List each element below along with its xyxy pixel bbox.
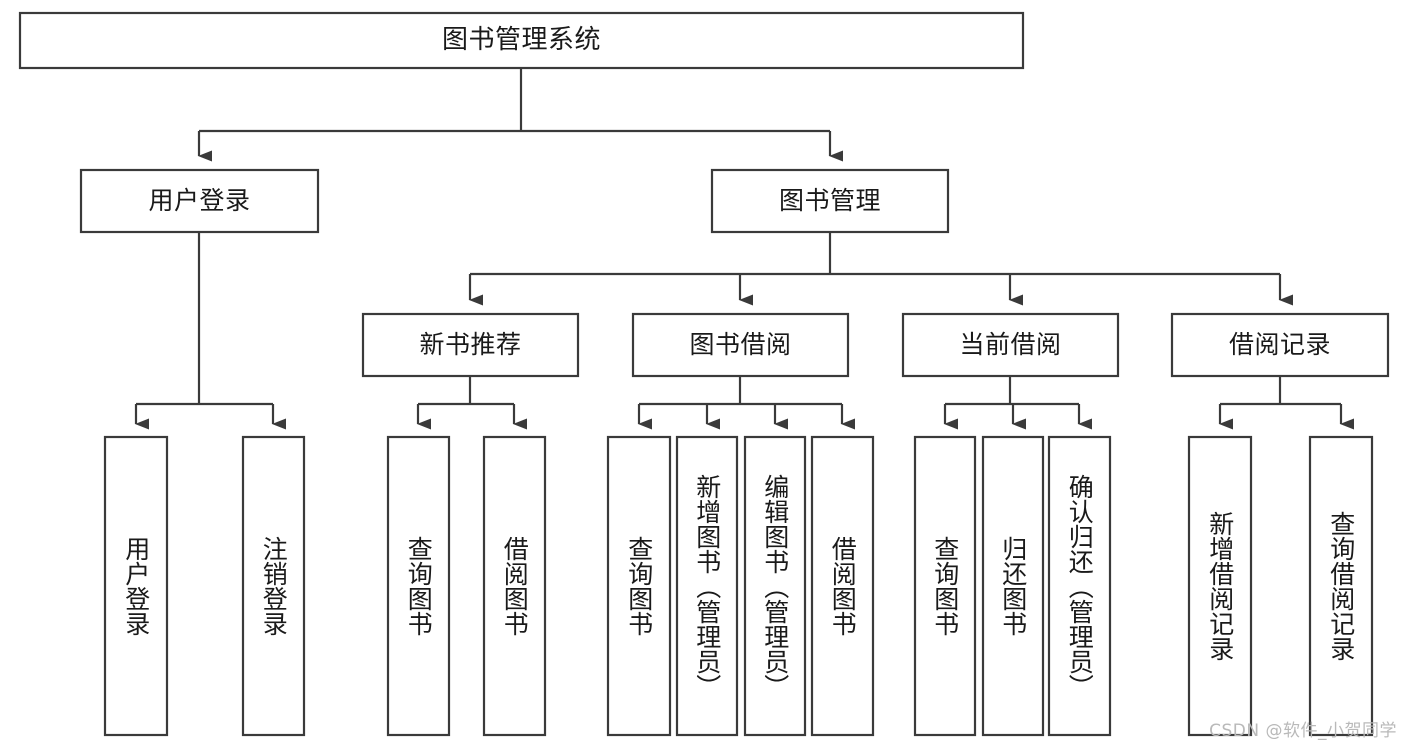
leaf-boxes (103, 435, 1374, 737)
node-box-user-login[interactable] (79, 168, 320, 234)
node-box-current-borrow[interactable] (901, 312, 1120, 378)
connector-currentborrow-to-leaves (943, 376, 1092, 430)
leaf-box-user-login[interactable] (103, 435, 169, 737)
connector-userlogin-to-leaves (134, 232, 286, 430)
leaf-box-return-book[interactable] (981, 435, 1045, 737)
leaf-box-query-book-2[interactable] (606, 435, 672, 737)
connector-borrowrecord-to-leaves (1218, 376, 1354, 430)
leaf-box-add-book[interactable] (675, 435, 739, 737)
leaf-box-query-borrow-record[interactable] (1308, 435, 1374, 737)
node-boxes (18, 11, 1390, 378)
node-box-root[interactable] (18, 11, 1025, 70)
node-box-borrow-record[interactable] (1170, 312, 1390, 378)
connector-bookmgmt-to-level3 (468, 232, 1293, 306)
leaf-box-edit-book[interactable] (743, 435, 807, 737)
leaf-box-add-borrow-record[interactable] (1187, 435, 1253, 737)
leaf-box-borrow-book-2[interactable] (810, 435, 875, 737)
node-box-new-book-recommend[interactable] (361, 312, 580, 378)
leaf-box-query-book-3[interactable] (913, 435, 977, 737)
node-box-book-management[interactable] (710, 168, 950, 234)
connector-root-to-level2 (197, 68, 843, 162)
leaf-box-query-book-1[interactable] (386, 435, 451, 737)
leaf-box-logout[interactable] (241, 435, 306, 737)
connector-bookborrow-to-leaves (637, 376, 855, 430)
connector-newbook-to-leaves (416, 376, 527, 430)
node-box-book-borrow[interactable] (631, 312, 850, 378)
leaf-box-borrow-book-1[interactable] (482, 435, 547, 737)
leaf-box-confirm-return[interactable] (1047, 435, 1112, 737)
